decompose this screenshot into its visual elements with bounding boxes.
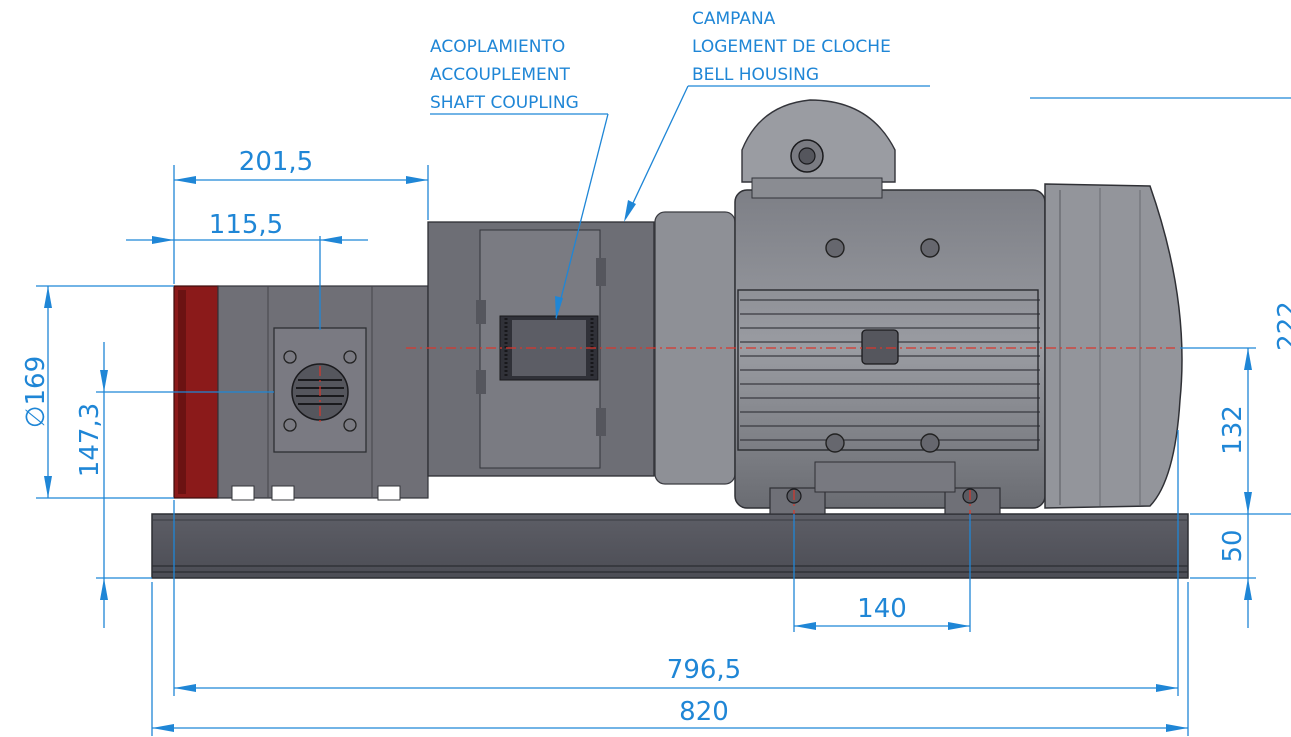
callout-bell-housing-fr: LOGEMENT DE CLOCHE [692,37,891,57]
callout-coupling-es: ACOPLAMIENTO [430,37,565,57]
dim-140: 140 [857,594,907,624]
dim-115-5: 115,5 [209,210,283,240]
dim-820: 820 [679,697,729,727]
dim-diameter-169: ∅169 [21,356,51,428]
callout-coupling-fr: ACCOUPLEMENT [430,65,570,85]
dim-201-5: 201,5 [239,147,313,177]
dim-796-5: 796,5 [667,655,741,685]
dim-50: 50 [1218,529,1248,562]
callout-bell-housing-en: BELL HOUSING [692,65,819,85]
callout-coupling-en: SHAFT COUPLING [430,93,579,113]
callout-leaders [430,85,930,320]
centerlines [319,347,1175,530]
dimension-lines [36,97,1291,736]
dim-222: 222 [1273,301,1291,351]
dim-132: 132 [1218,405,1248,455]
dim-147-3: 147,3 [75,403,105,477]
electric-motor [654,99,1183,515]
base-frame [151,513,1189,579]
pump-body [217,285,429,501]
callout-bell-housing-es: CAMPANA [692,9,776,29]
